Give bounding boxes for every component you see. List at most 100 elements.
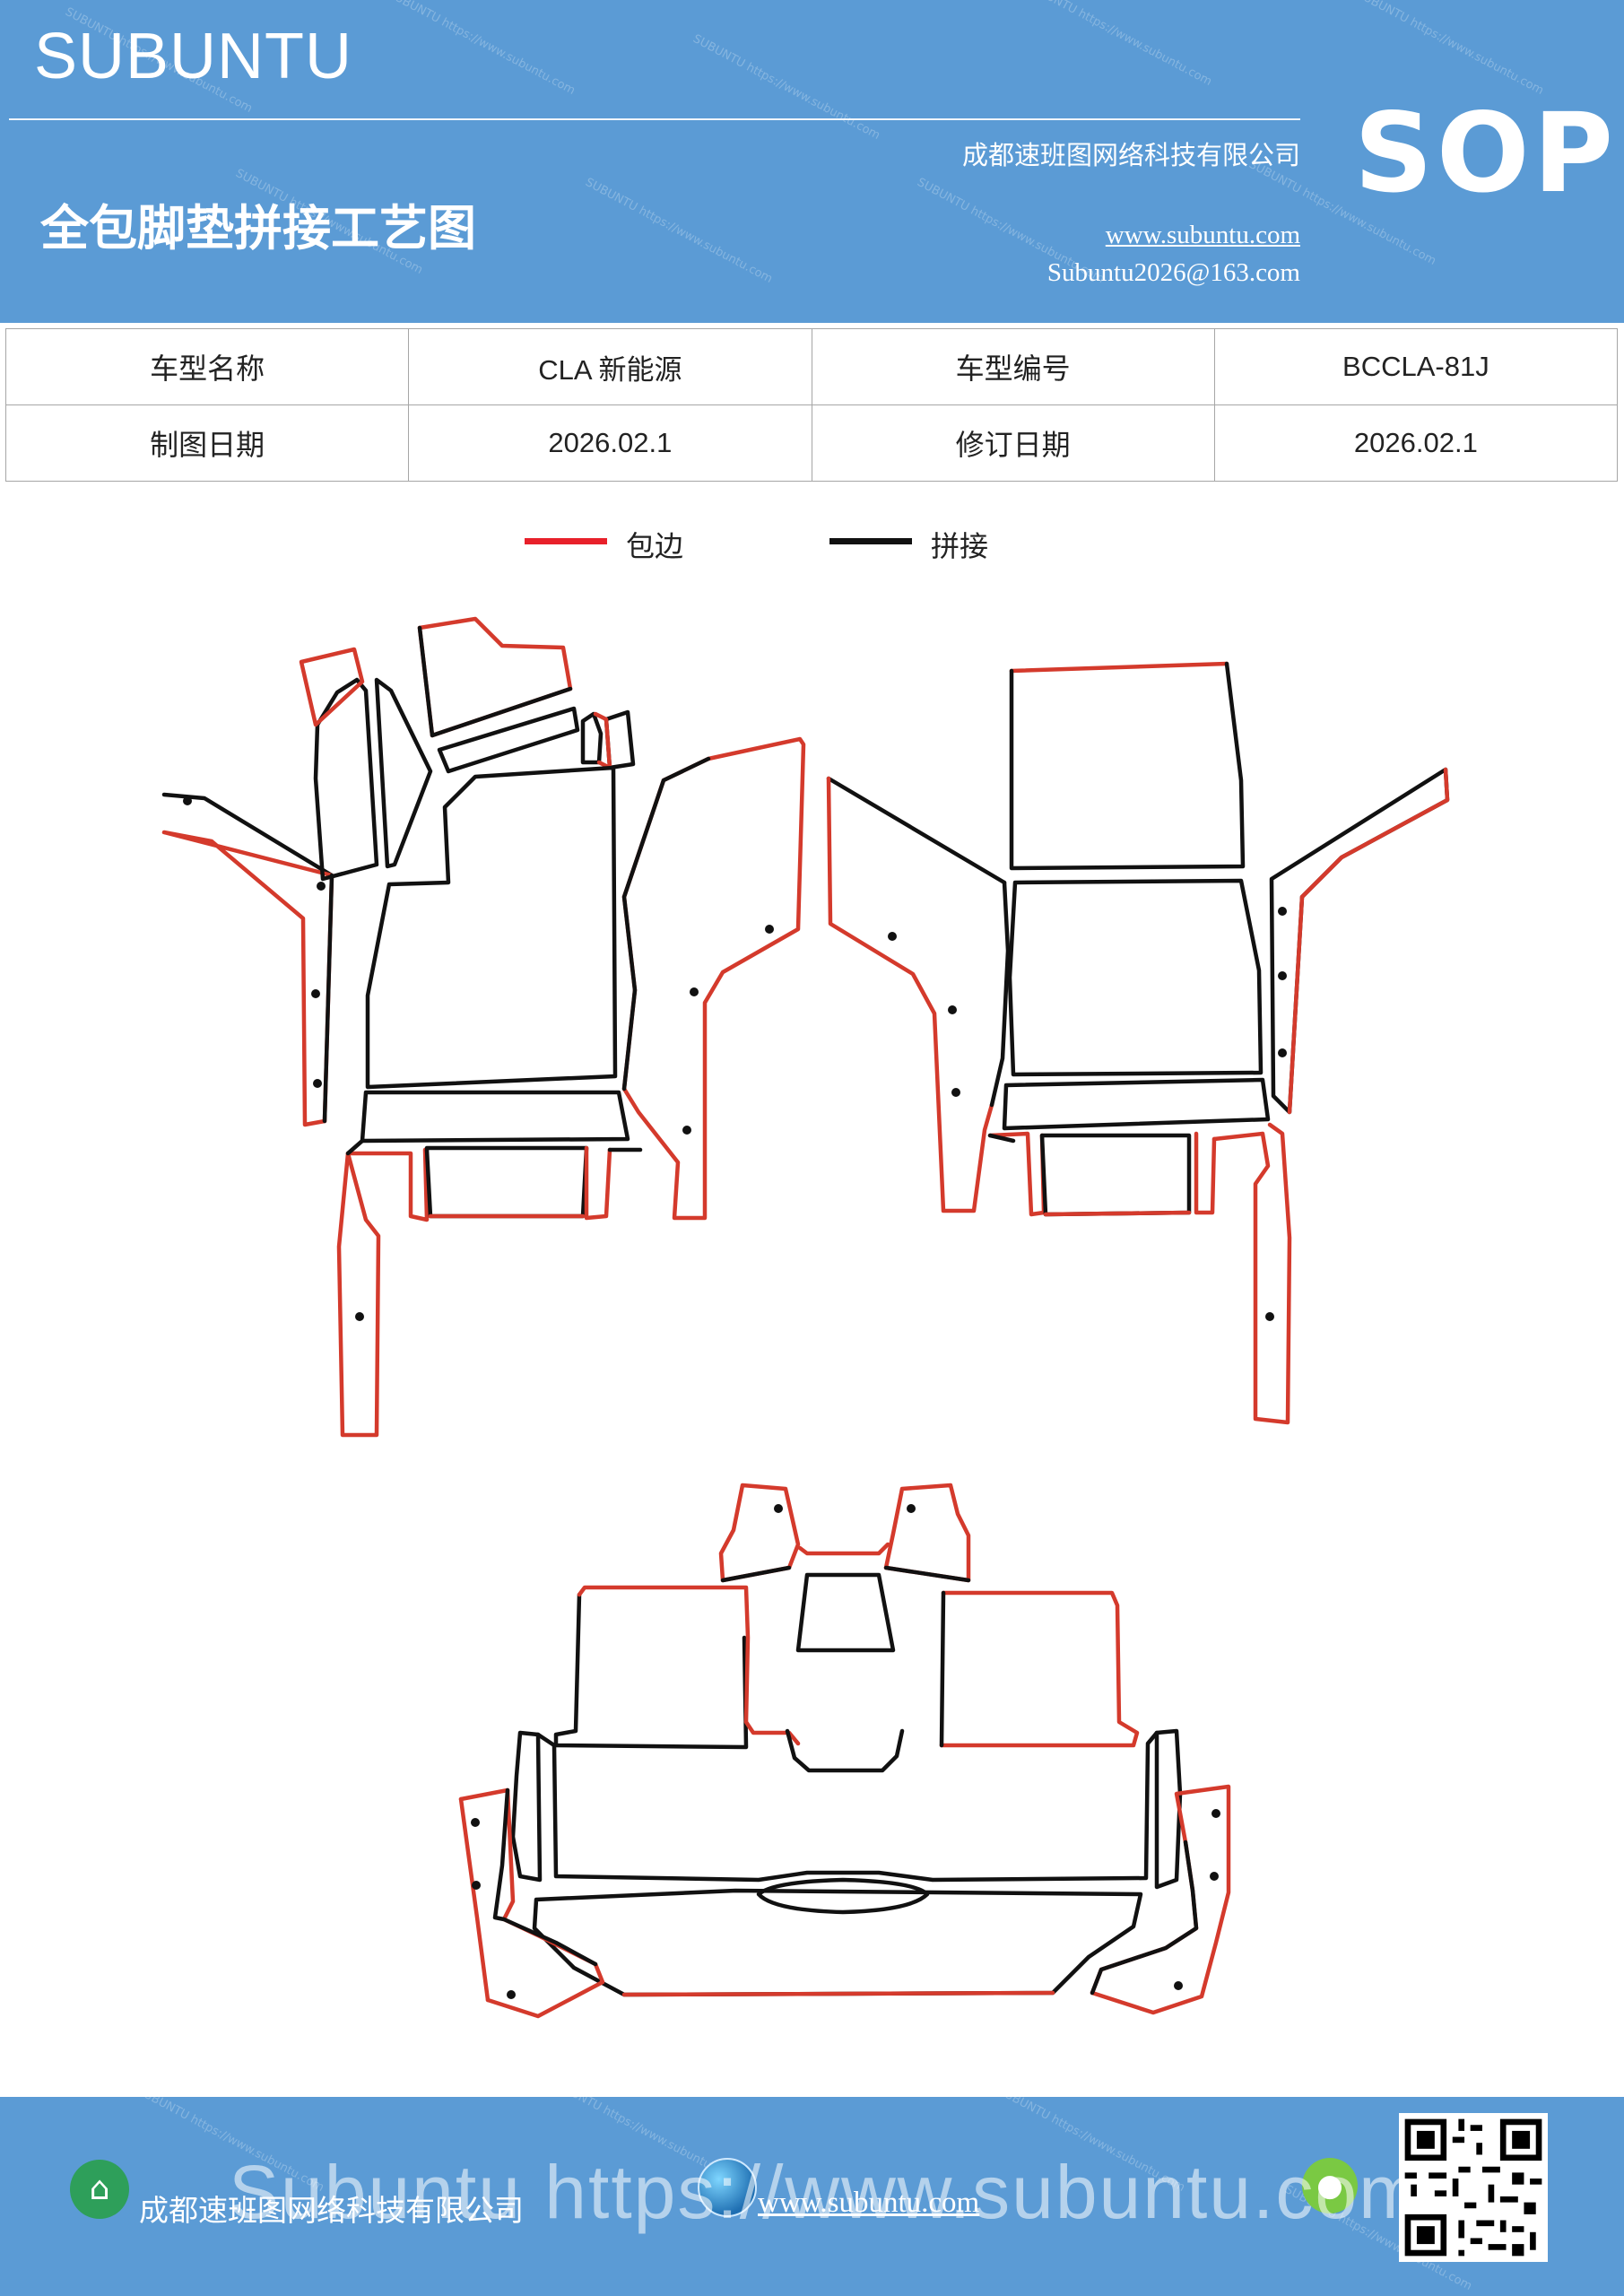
grommet-dot [472,1881,481,1890]
mat-piece [577,1585,801,1746]
header-banner: SUBUNTU https://www.subuntu.com SUBUNTU … [0,0,1624,323]
brand-logo-text: SUBUNTU [34,21,353,92]
mat-piece [1007,878,1264,1077]
wechat-icon: ● [1302,2158,1358,2213]
mat-piece [360,1090,630,1144]
mat-piece [161,792,334,878]
grommet-dot [765,925,774,934]
mat-piece [1287,767,1450,1115]
grommet-dot [355,1312,364,1321]
grommet-dot [690,987,699,996]
grommet-dot [1211,1809,1220,1818]
legend-swatch-red [525,538,607,544]
grommet-dot [951,1088,960,1097]
mat-piece [785,1728,905,1773]
mat-piece [987,1133,1016,1144]
footer-overlay-text: Subuntu https://www.subuntu.com [229,2150,1424,2234]
mat-piece [345,1138,365,1156]
mat-piece [1009,661,1229,674]
mat-piece [424,1145,589,1219]
mat-piece [1154,1728,1183,1890]
grommet-dot [774,1504,783,1513]
footer-company-name: 成都速班图网络科技有限公司 [139,2193,524,2228]
grommet-dot [1278,907,1287,916]
grommet-dot [507,1990,516,1999]
mat-piece [365,765,618,1090]
mat-piece [987,1131,1046,1217]
mat-piece [336,1151,381,1438]
mat-piece [1039,1133,1192,1217]
grommet-dot [1278,1048,1287,1057]
table-cell-label: 车型编号 [811,328,1215,405]
mat-piece [580,711,604,765]
front-right-mat-group [826,661,1450,1425]
mat-piece [417,625,573,738]
mat-piece [553,1592,749,1750]
mat-piece [883,1565,971,1583]
grommet-dots [183,796,1287,1999]
mat-piece [1090,1839,1199,1996]
mat-piece [313,677,379,882]
mat-piece [510,1730,543,1883]
mat-piece [374,677,433,869]
legend-label: 包边 [626,529,684,563]
table-cell-value: 2026.02.1 [408,404,812,482]
grommet-dot [313,1079,322,1088]
mat-piece [621,1990,1055,1997]
rear-mat-group [458,1483,1231,2019]
footer-website-link[interactable]: www.subuntu.com [758,2187,980,2219]
table-cell-label: 修订日期 [811,404,1215,482]
mat-piece [826,776,994,1213]
mat-piece [621,756,711,1091]
vehicle-info-table: 车型名称 CLA 新能源 车型编号 BCCLA-81J 制图日期 2026.02… [4,328,1619,482]
grommet-dot [888,932,897,941]
table-row: 车型名称 CLA 新能源 车型编号 BCCLA-81J [4,328,1619,405]
grommet-dot [311,989,320,998]
legend-label: 拼接 [931,529,989,563]
mat-piece [299,647,365,727]
table-cell-value: CLA 新能源 [408,328,812,405]
mat-piece [492,1787,598,1967]
mat-piece [345,1147,430,1222]
mat-piece [532,1888,1143,1997]
grommet-dot [948,1005,957,1014]
table-cell-label: 车型名称 [4,328,410,405]
mat-piece [797,1542,890,1556]
mat-piece [593,711,612,770]
mat-piece [989,880,1011,1108]
grommet-dot [1174,1981,1183,1990]
email-address: Subuntu2026@163.com [1046,258,1300,287]
mat-piece [1002,1077,1271,1131]
mat-piece [322,873,334,1124]
sop-badge: SOP [1354,90,1617,217]
mat-piece [795,1572,896,1653]
qr-code[interactable] [1399,2113,1548,2262]
grommet-dot [183,796,192,805]
mat-piece [458,1796,491,2003]
legend-swatch-black [829,538,912,544]
mat-piece [458,1787,605,2019]
page-title: 全包脚垫拼接工艺图 [40,199,476,257]
mat-piece [720,1565,792,1583]
footer-banner: SUBUNTU https://www.subuntu.com SUBUNTU … [0,2097,1624,2296]
globe-icon [698,2158,757,2217]
table-cell-label: 制图日期 [4,404,410,482]
mat-piece [1211,1122,1292,1425]
website-link[interactable]: www.subuntu.com [1105,221,1300,249]
grommet-dot [1278,971,1287,980]
company-name: 成都速班图网络科技有限公司 [961,140,1300,170]
mat-piece [1194,1131,1217,1215]
mat-piece [1043,1210,1192,1217]
mat-piece [161,830,334,1127]
grommet-dot [682,1126,691,1135]
table-cell-value: BCCLA-81J [1213,328,1619,405]
grommet-dot [1210,1872,1219,1881]
mat-piece [535,1730,1159,1883]
mat-piece [1090,1784,1231,2015]
grommet-dot [317,882,326,891]
mat-piece [939,1590,1140,1748]
mat-piece [756,1877,930,1915]
mat-piece [883,1483,971,1583]
mat-piece [584,1145,612,1221]
front-left-mat-group [161,616,806,1438]
